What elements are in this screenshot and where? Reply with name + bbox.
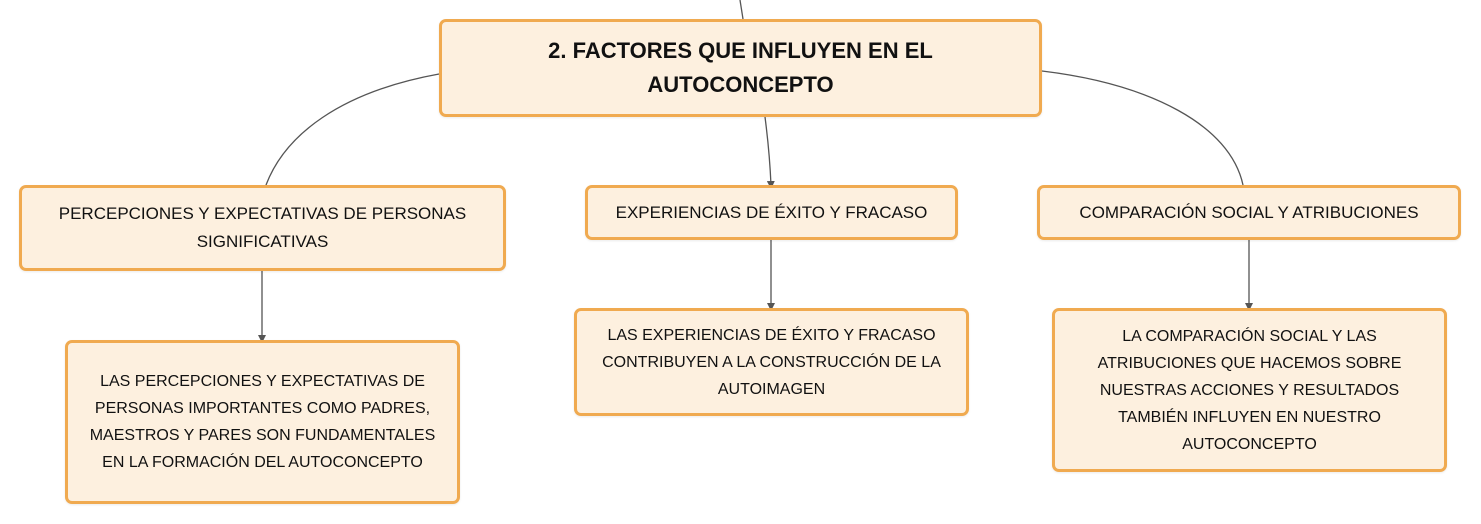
root-node-label: 2. FACTORES QUE INFLUYEN EN EL AUTOCONCE… — [548, 38, 933, 97]
detail-node-text: LA COMPARACIÓN SOCIAL Y LAS ATRIBUCIONES… — [1097, 327, 1402, 453]
topic-node-label: PERCEPCIONES Y EXPECTATIVAS DE PERSONAS … — [58, 204, 467, 251]
detail-node-comparacion[interactable]: LA COMPARACIÓN SOCIAL Y LAS ATRIBUCIONES… — [1052, 308, 1447, 472]
detail-node-text: LAS PERCEPCIONES Y EXPECTATIVAS DE PERSO… — [89, 373, 436, 471]
topic-node-comparacion[interactable]: COMPARACIÓN SOCIAL Y ATRIBUCIONES — [1037, 185, 1461, 240]
connector-root-to-topic-1 — [265, 73, 440, 186]
topic-node-percepciones[interactable]: PERCEPCIONES Y EXPECTATIVAS DE PERSONAS … — [19, 185, 506, 271]
root-node[interactable]: 2. FACTORES QUE INFLUYEN EN EL AUTOCONCE… — [439, 19, 1042, 117]
detail-node-percepciones[interactable]: LAS PERCEPCIONES Y EXPECTATIVAS DE PERSO… — [65, 340, 460, 504]
connector-parent-to-root — [739, 0, 744, 20]
detail-node-text: LAS EXPERIENCIAS DE ÉXITO Y FRACASO CONT… — [602, 326, 941, 398]
detail-node-experiencias[interactable]: LAS EXPERIENCIAS DE ÉXITO Y FRACASO CONT… — [574, 308, 969, 416]
topic-node-label: EXPERIENCIAS DE ÉXITO Y FRACASO — [615, 202, 928, 222]
topic-node-label: COMPARACIÓN SOCIAL Y ATRIBUCIONES — [1079, 202, 1419, 222]
connector-root-to-topic-2 — [764, 116, 775, 189]
connector-root-to-topic-3 — [1041, 70, 1244, 186]
topic-node-experiencias[interactable]: EXPERIENCIAS DE ÉXITO Y FRACASO — [585, 185, 958, 240]
